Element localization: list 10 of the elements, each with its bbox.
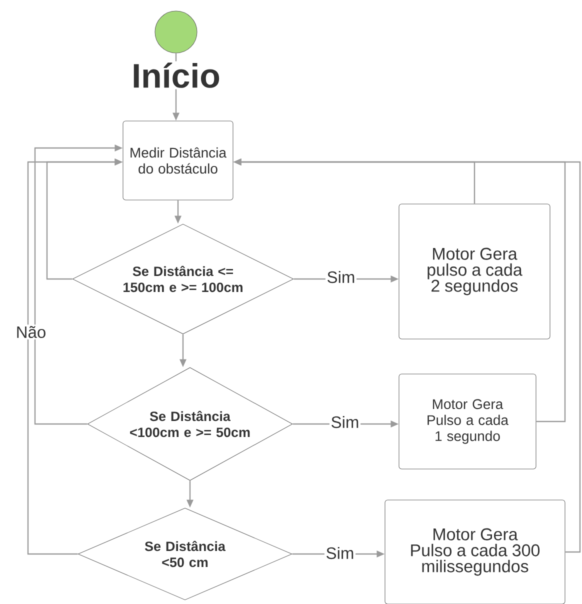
process-box: Motor Gera pulso a cada 2 segundos <box>398 204 550 340</box>
process-box: Motor Gera Pulso a cada 300 milissegundos <box>384 500 566 604</box>
edge-label: Sim <box>325 270 357 284</box>
edge-label: Sim <box>329 414 361 430</box>
start-circle <box>154 10 198 54</box>
process-box: Medir Distância do obstáculo <box>122 120 234 200</box>
process-box: Motor Gera Pulso a cada 1 segundo <box>398 374 536 470</box>
edge-label: Sim <box>324 546 356 560</box>
branch-label: Não <box>14 324 48 340</box>
start-label: Início <box>130 61 222 90</box>
